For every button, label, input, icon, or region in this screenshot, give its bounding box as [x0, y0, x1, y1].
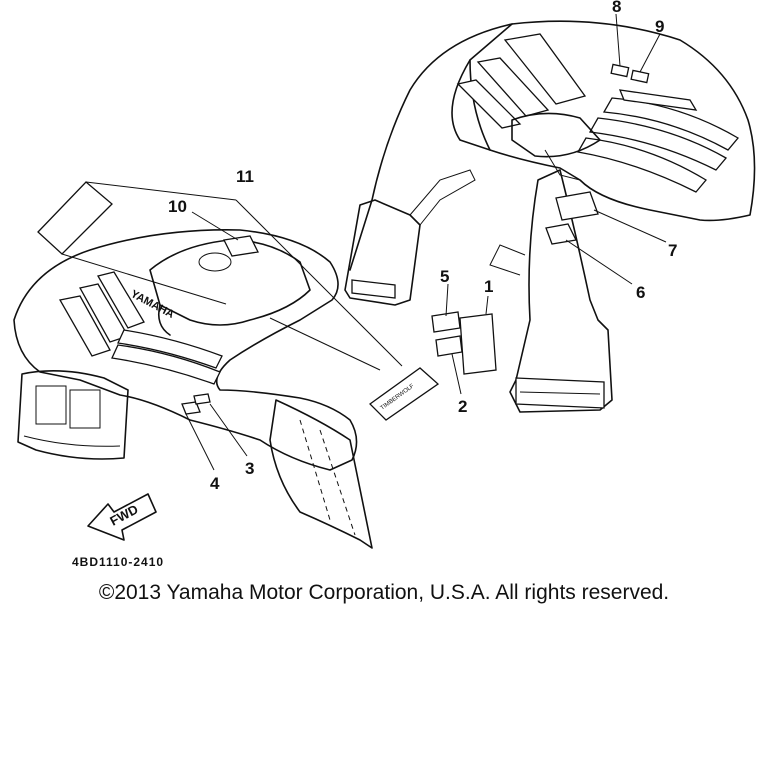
callout-10: 10 — [168, 197, 187, 216]
rear-fender — [344, 20, 756, 413]
callout-11: 11 — [236, 167, 254, 186]
callout-8: 8 — [612, 0, 621, 16]
callout-1: 1 — [484, 277, 493, 296]
callout-6: 6 — [636, 283, 645, 302]
decal-sheet — [37, 181, 403, 371]
fwd-arrow: FWD — [87, 493, 157, 541]
callout-2: 2 — [458, 397, 467, 416]
front-fender: YAMAHA TIMBERWOLF — [13, 229, 440, 549]
callout-leaders — [185, 13, 667, 471]
callout-3: 3 — [245, 459, 254, 478]
fwd-label: FWD — [107, 502, 140, 529]
drawing-code: 4BD1110-2410 — [72, 555, 164, 569]
callout-4: 4 — [210, 474, 220, 493]
callout-5: 5 — [440, 267, 449, 286]
copyright-notice: ©2013 Yamaha Motor Corporation, U.S.A. A… — [98, 581, 670, 604]
callout-numbers: 1 2 3 4 5 6 7 8 9 10 11 — [168, 0, 677, 493]
callout-9: 9 — [655, 17, 664, 36]
loose-decals — [431, 311, 497, 375]
callout-7: 7 — [668, 241, 677, 260]
